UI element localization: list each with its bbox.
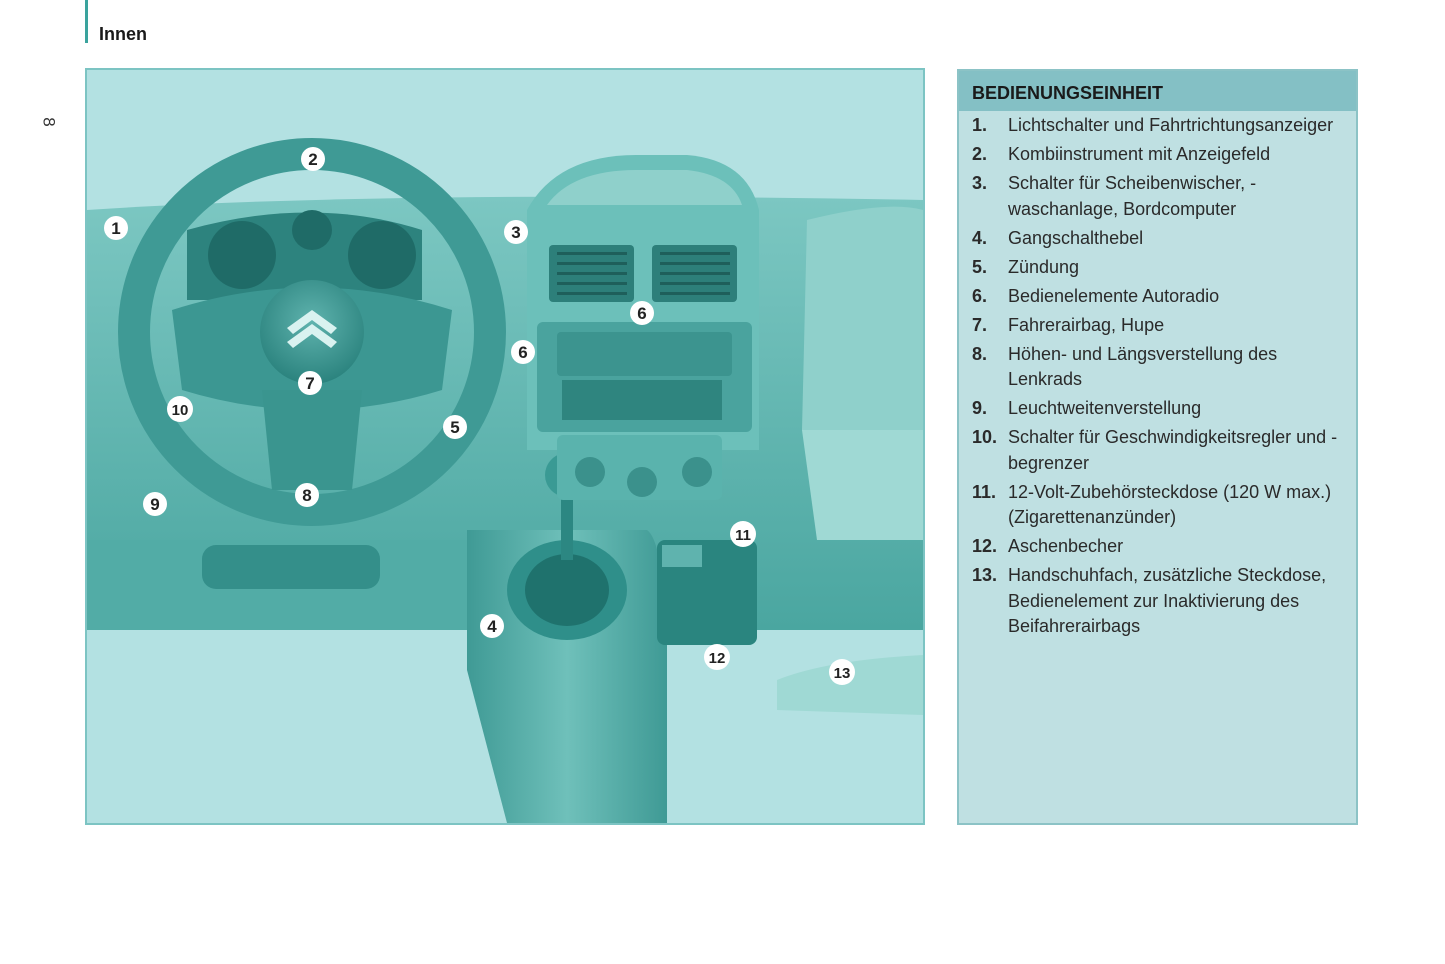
svg-text:1: 1 [111,219,120,238]
legend-item: 13.Handschuhfach, zusätzliche Steckdose,… [972,565,1327,636]
svg-text:13: 13 [834,665,851,682]
callout-10: 10 [167,396,193,422]
svg-text:9: 9 [150,495,159,514]
callout-11: 11 [730,521,756,547]
dashboard-illustration: 1 2 3 4 5 6 6 7 8 9 10 11 12 13 [85,68,925,825]
svg-text:5: 5 [450,418,459,437]
callout-5: 5 [443,415,467,439]
callout-2: 2 [301,147,325,171]
legend-item: 10.Schalter für Geschwindigkeitsregler u… [972,427,1338,473]
section-accent-bar [85,0,88,43]
callout-8: 8 [295,483,319,507]
callout-9: 9 [143,492,167,516]
legend-item: 11.12-Volt-Zubehörsteckdose (120 W max.)… [972,481,1332,528]
svg-text:4: 4 [487,617,497,636]
page-number: 8 [39,117,59,127]
svg-text:6: 6 [637,304,646,323]
legend-item: 8.Höhen- und Längsverstellung des Lenkra… [972,343,1278,390]
svg-text:3: 3 [511,223,520,242]
svg-text:11: 11 [735,527,751,544]
callout-13: 13 [829,659,855,685]
callout-7: 7 [298,371,322,395]
callout-1: 1 [104,216,128,240]
svg-text:12: 12 [709,650,726,667]
svg-text:7: 7 [305,374,314,393]
legend-list: 1.Lichtschalter und Fahrtrichtungsanzeig… [959,111,1356,640]
legend-item: 1.Lichtschalter und Fahrtrichtungsanzeig… [972,115,1334,135]
svg-text:10: 10 [172,402,189,419]
legend-item: 5.Zündung [972,256,1080,277]
section-title: Innen [99,24,147,44]
callout-12: 12 [704,644,730,670]
legend-item: 3.Schalter für Scheibenwischer, -waschan… [972,173,1257,219]
controls-legend-panel: BEDIENUNGSEINHEIT 1.Lichtschalter und Fa… [957,69,1358,825]
panel-title: BEDIENUNGSEINHEIT [959,71,1356,111]
svg-text:8: 8 [302,486,311,505]
legend-item: 12.Aschenbecher [972,536,1124,556]
legend-item: 6.Bedienelemente Autoradio [972,285,1220,306]
svg-text:2: 2 [308,150,317,169]
legend-item: 7.Fahrerairbag, Hupe [972,314,1165,335]
legend-item: 4.Gangschalthebel [972,227,1144,248]
callout-3: 3 [504,220,528,244]
callout-4: 4 [480,614,504,638]
legend-item: 9.Leuchtweitenverstellung [972,398,1202,418]
legend-item: 2.Kombiinstrument mit Anzeigefeld [972,144,1271,164]
callout-6b: 6 [511,340,535,364]
callout-6a: 6 [630,301,654,325]
svg-text:6: 6 [518,343,527,362]
